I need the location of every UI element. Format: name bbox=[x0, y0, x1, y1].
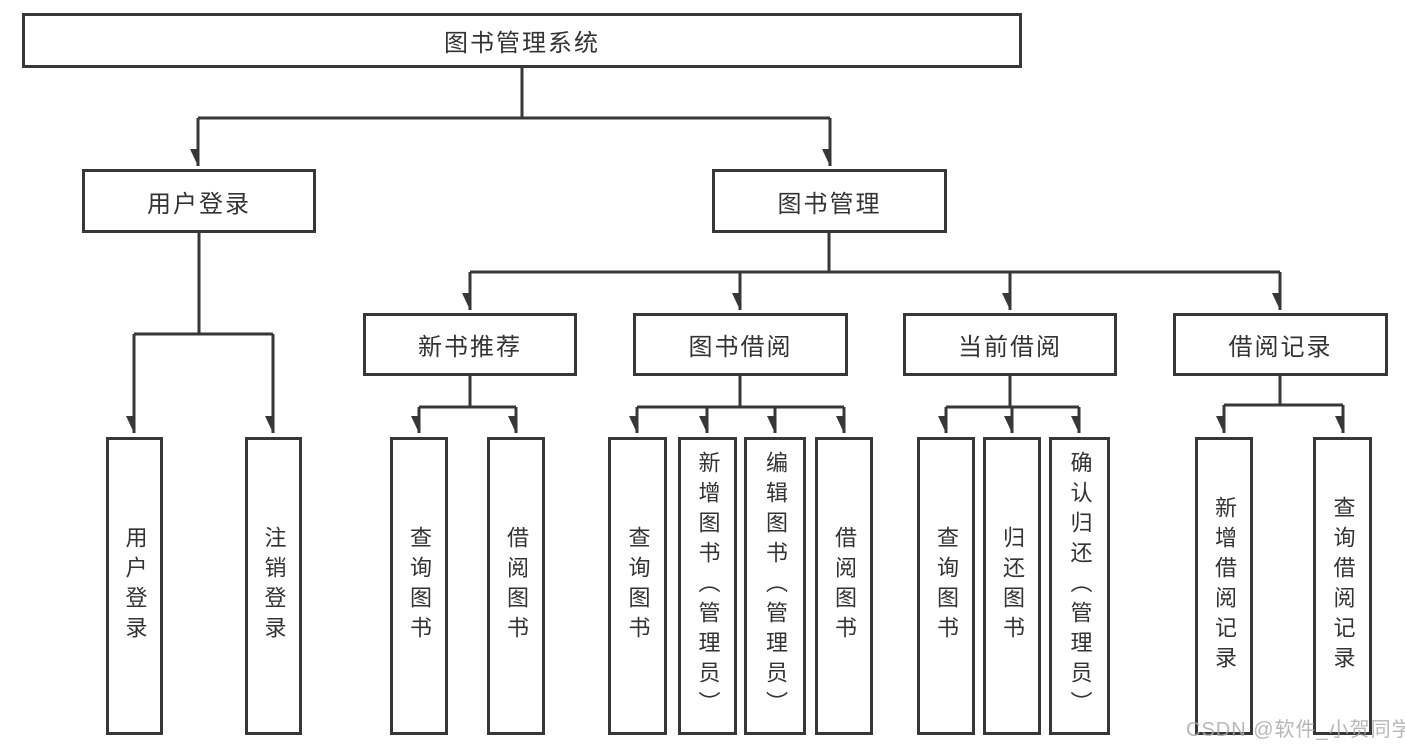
node-book-management: 图书管理 bbox=[712, 169, 947, 233]
node-current-borrow: 当前借阅 bbox=[903, 313, 1117, 376]
node-user-login: 用户登录 bbox=[82, 169, 316, 233]
leaf-add-book-admin: 新增图书（管理员） bbox=[678, 437, 737, 735]
leaf-query-books-recommend: 查询图书 bbox=[390, 437, 448, 735]
leaf-query-books-borrow: 查询图书 bbox=[608, 437, 667, 735]
node-new-book-recommend: 新书推荐 bbox=[363, 313, 577, 376]
leaf-edit-book-admin: 编辑图书（管理员） bbox=[744, 437, 806, 735]
leaf-borrow-books-recommend: 借阅图书 bbox=[487, 437, 545, 735]
leaf-confirm-return-admin: 确认归还（管理员） bbox=[1049, 437, 1110, 735]
leaf-user-login: 用户登录 bbox=[106, 437, 163, 735]
node-book-borrow: 图书借阅 bbox=[633, 313, 848, 376]
leaf-query-books-current: 查询图书 bbox=[917, 437, 975, 735]
leaf-logout: 注销登录 bbox=[245, 437, 302, 735]
leaf-borrow-books: 借阅图书 bbox=[815, 437, 873, 735]
leaf-return-book: 归还图书 bbox=[983, 437, 1041, 735]
node-borrow-records: 借阅记录 bbox=[1173, 313, 1388, 376]
leaf-add-borrow-record: 新增借阅记录 bbox=[1195, 437, 1253, 735]
csdn-watermark: CSDN @软件_小贺同学 bbox=[1186, 719, 1405, 741]
leaf-query-borrow-record: 查询借阅记录 bbox=[1313, 437, 1372, 735]
node-root: 图书管理系统 bbox=[22, 13, 1022, 68]
